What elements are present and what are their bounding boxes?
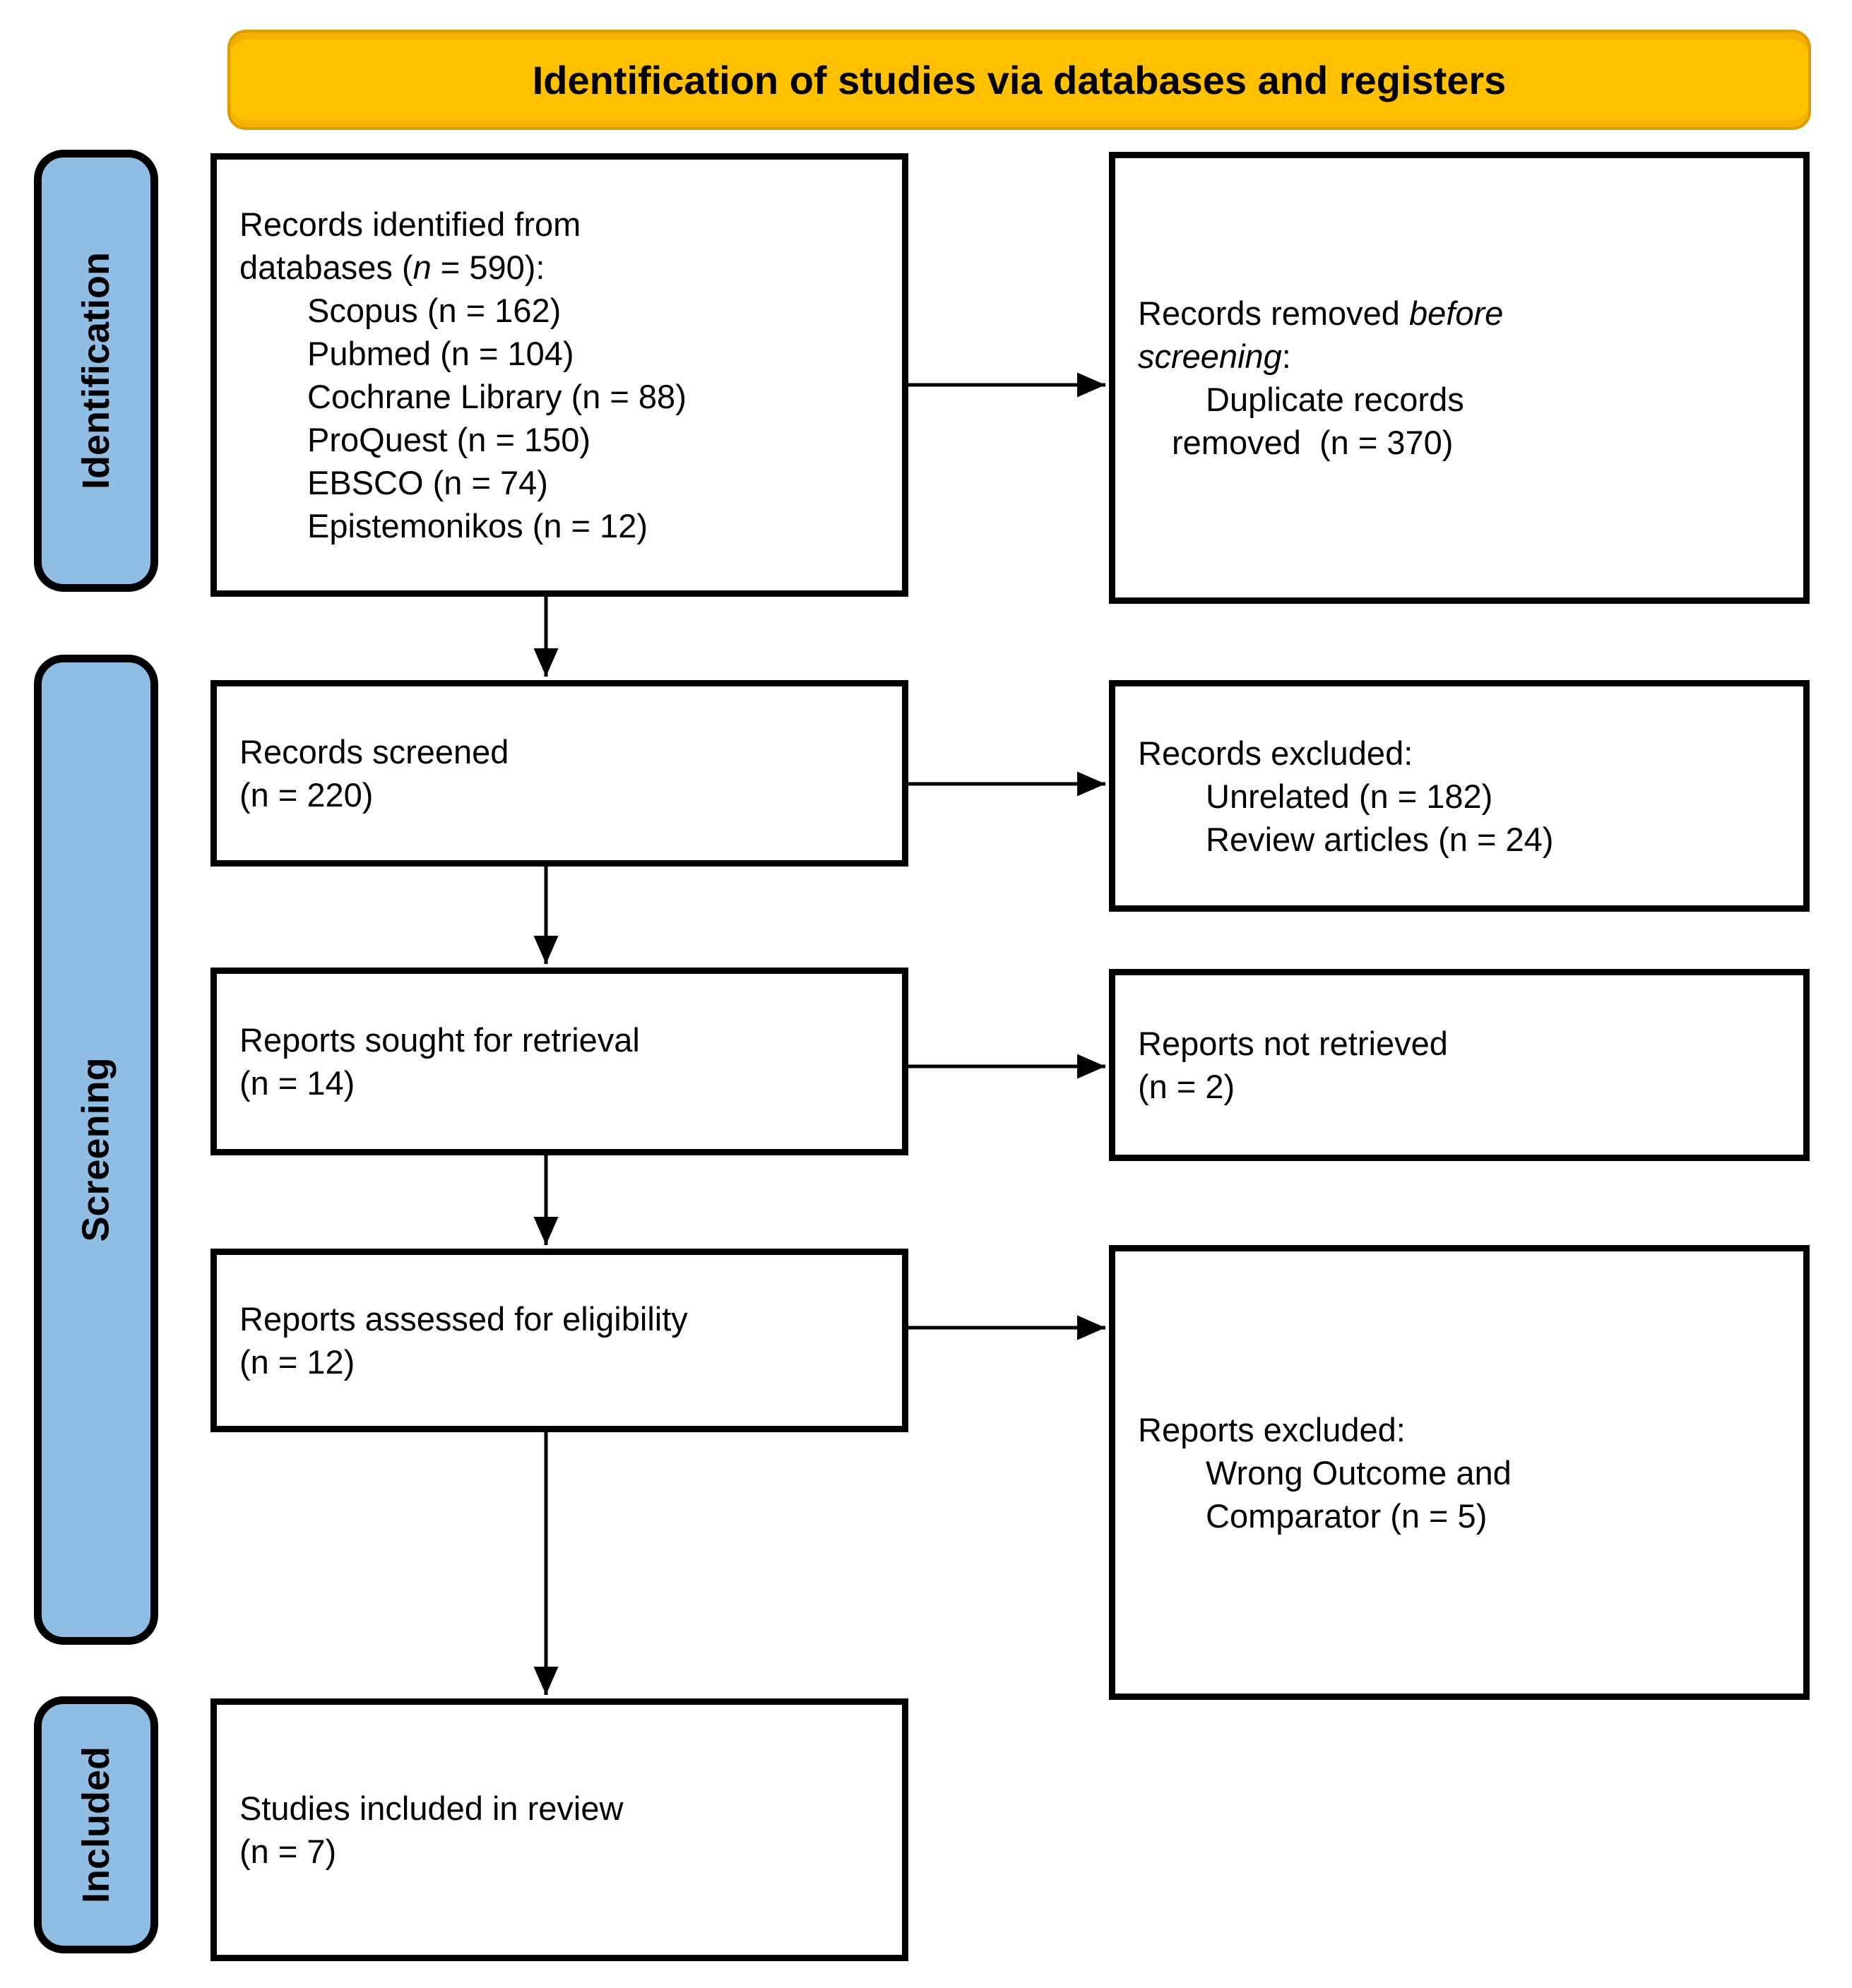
box-text-line: Records screened	[239, 733, 509, 770]
box-text-line: databases (n = 590):	[239, 246, 891, 289]
database-item: Pubmed (n = 104)	[307, 335, 574, 372]
box-studies-included: Studies included in review (n = 7)	[210, 1698, 908, 1961]
stage-label-screening-text: Screening	[75, 1057, 117, 1242]
box-text-line: (n = 12)	[239, 1343, 355, 1381]
text-segment: databases (	[239, 249, 413, 286]
box-text-line: Studies included in review	[239, 1790, 624, 1827]
box-text-line: Reports excluded:	[1138, 1410, 1406, 1448]
stage-label-screening: Screening	[34, 655, 158, 1645]
italic-text: before	[1409, 294, 1504, 332]
text-segment: = 590):	[431, 249, 545, 286]
box-reports-assessed-content: Reports assessed for eligibility (n = 12…	[217, 1297, 902, 1383]
box-records-screened: Records screened (n = 220)	[210, 680, 908, 867]
database-item: Scopus (n = 162)	[307, 292, 562, 329]
box-text-line: Records identified from	[239, 206, 581, 243]
box-text-line: (n = 220)	[239, 776, 374, 814]
box-reports-excluded: Reports excluded: Wrong Outcome and Comp…	[1109, 1245, 1810, 1700]
box-text-line: removed (n = 370)	[1172, 424, 1454, 461]
box-text-line: Reports not retrieved	[1138, 1025, 1448, 1062]
italic-n: n	[412, 249, 432, 286]
box-reports-excluded-content: Reports excluded: Wrong Outcome and Comp…	[1115, 1408, 1803, 1537]
italic-text: screening	[1138, 338, 1282, 375]
box-records-excluded-content: Records excluded: Unrelated (n = 182) Re…	[1115, 732, 1803, 861]
box-text-line: Records removed before	[1138, 292, 1792, 335]
box-text-line: (n = 7)	[239, 1833, 337, 1870]
box-text-line: Reports assessed for eligibility	[239, 1300, 688, 1338]
database-item: Epistemonikos (n = 12)	[307, 507, 648, 544]
database-item: Cochrane Library (n = 88)	[307, 378, 687, 415]
stage-label-included: Included	[34, 1696, 158, 1953]
stage-label-identification: Identification	[34, 150, 158, 592]
exclusion-item: Unrelated (n = 182)	[1206, 777, 1493, 815]
exclusion-item: Review articles (n = 24)	[1206, 820, 1554, 858]
box-reports-sought: Reports sought for retrieval (n = 14)	[210, 968, 908, 1155]
stage-label-included-text: Included	[75, 1746, 118, 1904]
box-text-line: Reports sought for retrieval	[239, 1021, 640, 1059]
box-reports-not-retrieved: Reports not retrieved (n = 2)	[1109, 969, 1810, 1161]
box-text-line: (n = 2)	[1138, 1068, 1235, 1105]
database-item: EBSCO (n = 74)	[307, 464, 548, 501]
diagram-title: Identification of studies via databases …	[532, 57, 1507, 102]
box-text-line: (n = 14)	[239, 1064, 355, 1102]
exclusion-item: Wrong Outcome and	[1206, 1453, 1512, 1492]
text-segment: :	[1281, 338, 1291, 375]
exclusion-item: Comparator (n = 5)	[1206, 1496, 1488, 1535]
box-records-identified-content: Records identified from databases (n = 5…	[217, 203, 902, 547]
box-records-identified: Records identified from databases (n = 5…	[210, 153, 908, 597]
box-records-excluded: Records excluded: Unrelated (n = 182) Re…	[1109, 680, 1810, 912]
box-reports-sought-content: Reports sought for retrieval (n = 14)	[217, 1018, 902, 1105]
stage-label-identification-text: Identification	[75, 252, 117, 489]
box-text-line: Duplicate records	[1206, 381, 1464, 418]
box-records-removed-content: Records removed before screening: Duplic…	[1115, 292, 1803, 464]
database-item: ProQuest (n = 150)	[307, 421, 591, 458]
header-banner: Identification of studies via databases …	[227, 30, 1811, 130]
box-records-screened-content: Records screened (n = 220)	[217, 730, 902, 816]
box-text-line: Records excluded:	[1138, 734, 1413, 772]
box-reports-not-retrieved-content: Reports not retrieved (n = 2)	[1115, 1022, 1803, 1108]
box-reports-assessed: Reports assessed for eligibility (n = 12…	[210, 1249, 908, 1432]
text-segment: Records removed	[1138, 294, 1409, 332]
box-text-line: screening:	[1138, 335, 1792, 378]
box-records-removed-before-screening: Records removed before screening: Duplic…	[1109, 152, 1810, 604]
box-studies-included-content: Studies included in review (n = 7)	[217, 1787, 902, 1873]
